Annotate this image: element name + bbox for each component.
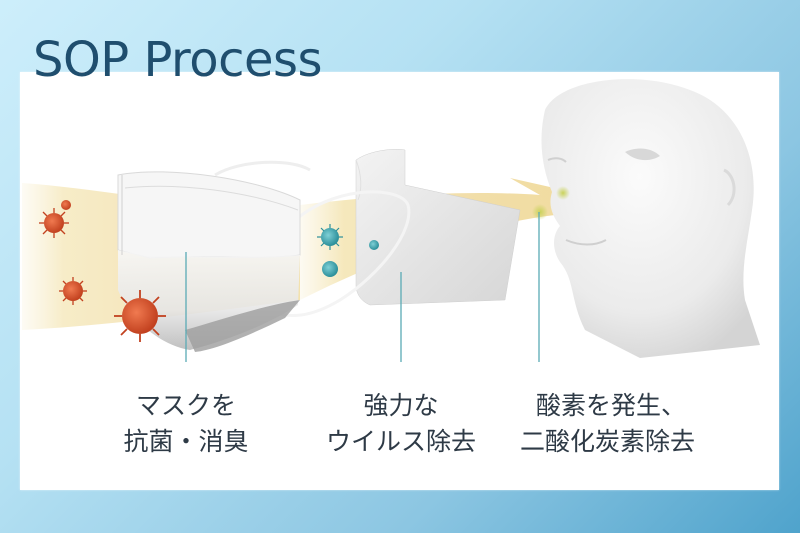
surgical-mask-icon xyxy=(117,171,301,352)
stage-label-mask: マスクを 抗菌・消臭 xyxy=(68,388,304,460)
virus-teal-icon xyxy=(317,224,379,277)
ear-loop xyxy=(269,190,411,318)
stage-label-filter: 強力な ウイルス除去 xyxy=(296,388,506,460)
oxygen-particle-icon xyxy=(532,186,570,220)
stage-label-line: 酸素を発生、 xyxy=(536,391,687,420)
stage-label-breathing: 酸素を発生、 二酸化炭素除去 xyxy=(520,388,756,460)
filter-sheet-icon xyxy=(355,149,521,306)
callout-lines xyxy=(185,212,540,362)
stage-label-line: ウイルス除去 xyxy=(325,427,476,456)
stage-label-line: 二酸化炭素除去 xyxy=(520,427,696,456)
stage-label-line: マスクを xyxy=(135,391,236,420)
stage-label-line: 抗菌・消臭 xyxy=(123,427,249,456)
human-head-icon xyxy=(541,79,760,359)
virus-red-icon xyxy=(39,200,166,342)
page-title: SOP Process xyxy=(33,32,323,88)
stage-label-line: 強力な xyxy=(363,391,439,420)
